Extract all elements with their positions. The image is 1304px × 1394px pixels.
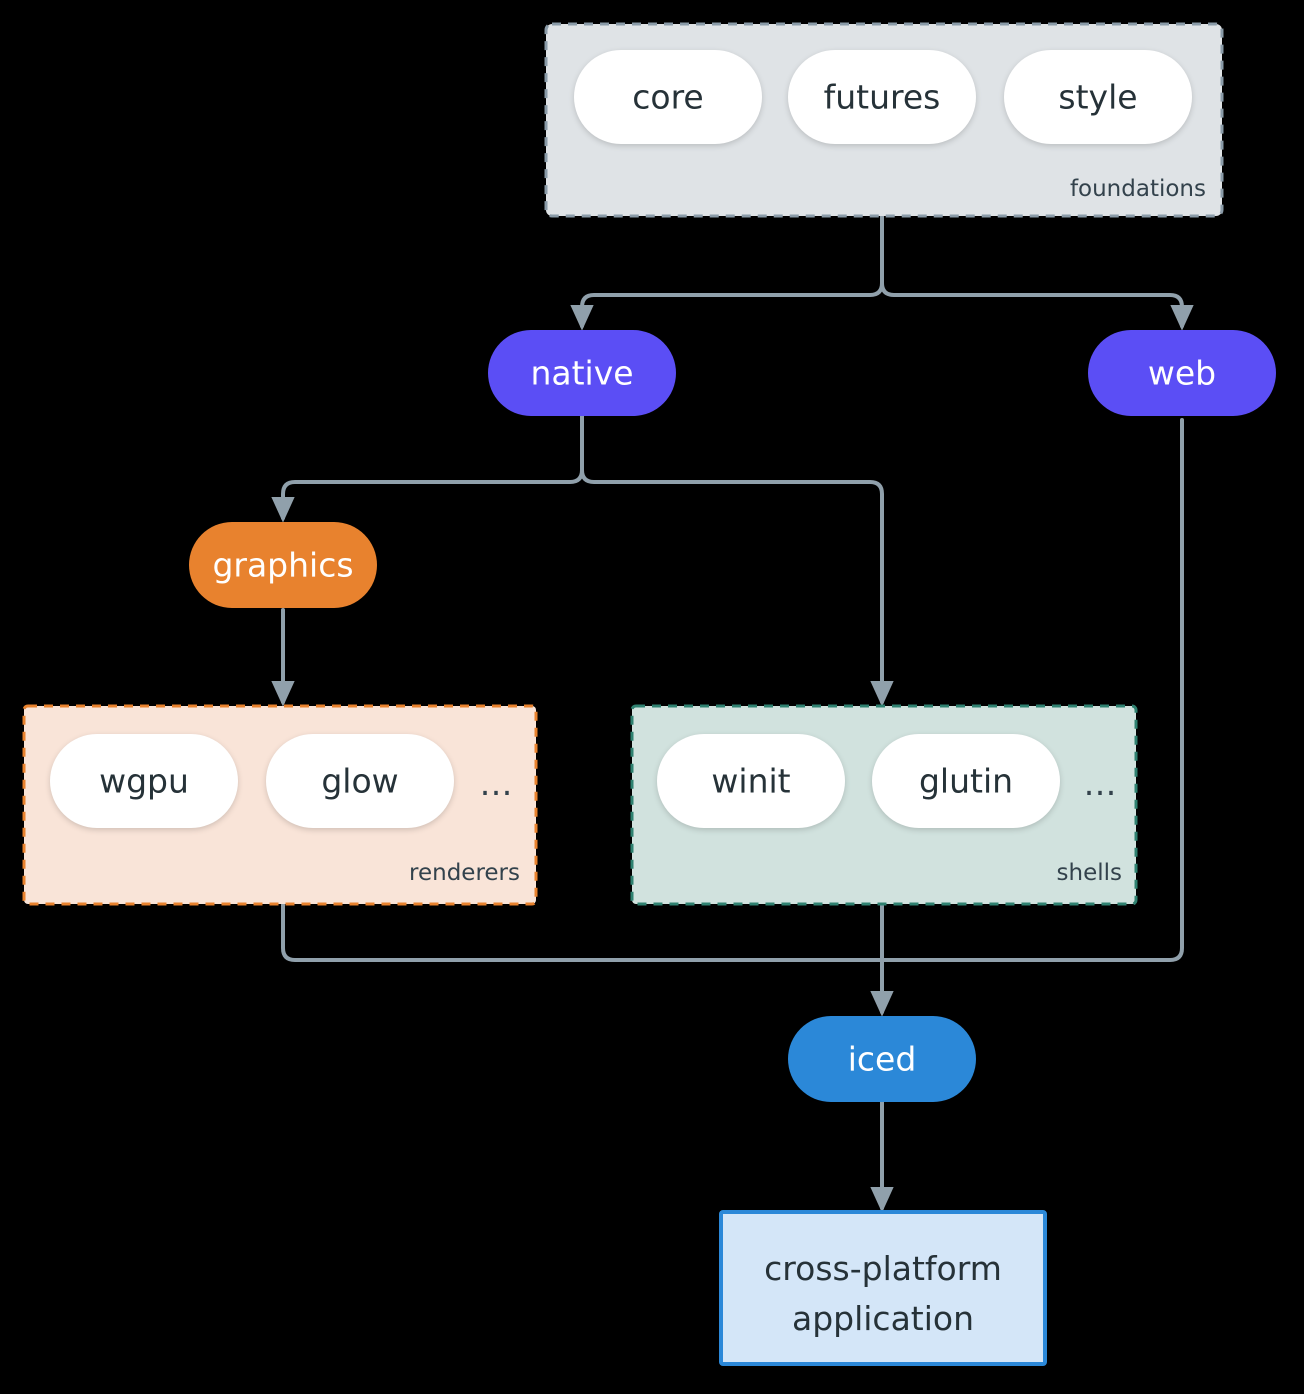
pill-futures[interactable] [788,50,976,144]
pill-futures-label: futures [824,78,941,117]
edge-native-shells [580,412,894,707]
pill-winit[interactable] [657,734,845,828]
pill-wgpu-label: wgpu [99,762,189,801]
pill-glow-label: glow [321,762,398,801]
shells-group-label: shells [1057,860,1122,886]
pill-core-label: core [632,78,703,117]
renderers-pills [50,734,454,828]
node-iced[interactable]: iced [788,1016,976,1102]
native-label: native [530,354,633,393]
web-shape[interactable] [1088,330,1276,416]
shells-pills [657,734,1060,828]
web-label: web [1148,354,1216,393]
pill-style[interactable] [1004,50,1192,144]
node-native[interactable]: native [488,330,676,416]
iced-label: iced [848,1040,917,1079]
edge-foundations-native [570,214,884,331]
node-application[interactable]: cross-platform application [719,1210,1047,1366]
iced-shape[interactable] [788,1016,976,1102]
shells-ellipsis: … [1084,764,1117,803]
application-label-line2: application [792,1299,974,1338]
node-graphics[interactable]: graphics [189,522,377,608]
group-shells: winit glutin … shells [630,704,1138,906]
pill-glutin[interactable] [872,734,1060,828]
node-web[interactable]: web [1088,330,1276,416]
renderers-group-label: renderers [409,860,520,886]
edge-web-iced [880,418,1184,962]
pill-wgpu[interactable] [50,734,238,828]
edge-foundations-web [880,214,1194,331]
pill-glutin-label: glutin [919,762,1013,801]
edge-native-graphics [271,412,584,523]
application-shape[interactable] [719,1210,1047,1366]
edge-renderers-iced [281,903,884,962]
pill-style-label: style [1058,78,1137,117]
graphics-label: graphics [212,546,353,585]
application-label-line1: cross-platform [764,1249,1002,1288]
pill-winit-label: winit [711,762,790,801]
renderers-ellipsis: … [480,764,513,803]
edges-layer [271,214,1194,1213]
pill-glow[interactable] [266,734,454,828]
native-shape[interactable] [488,330,676,416]
group-renderers: wgpu glow … renderers [22,704,538,906]
group-foundations: core futures style foundations [544,22,1224,218]
foundations-pills [574,50,1192,144]
graphics-shape[interactable] [189,522,377,608]
foundations-group-label: foundations [1070,176,1206,202]
pill-core[interactable] [574,50,762,144]
